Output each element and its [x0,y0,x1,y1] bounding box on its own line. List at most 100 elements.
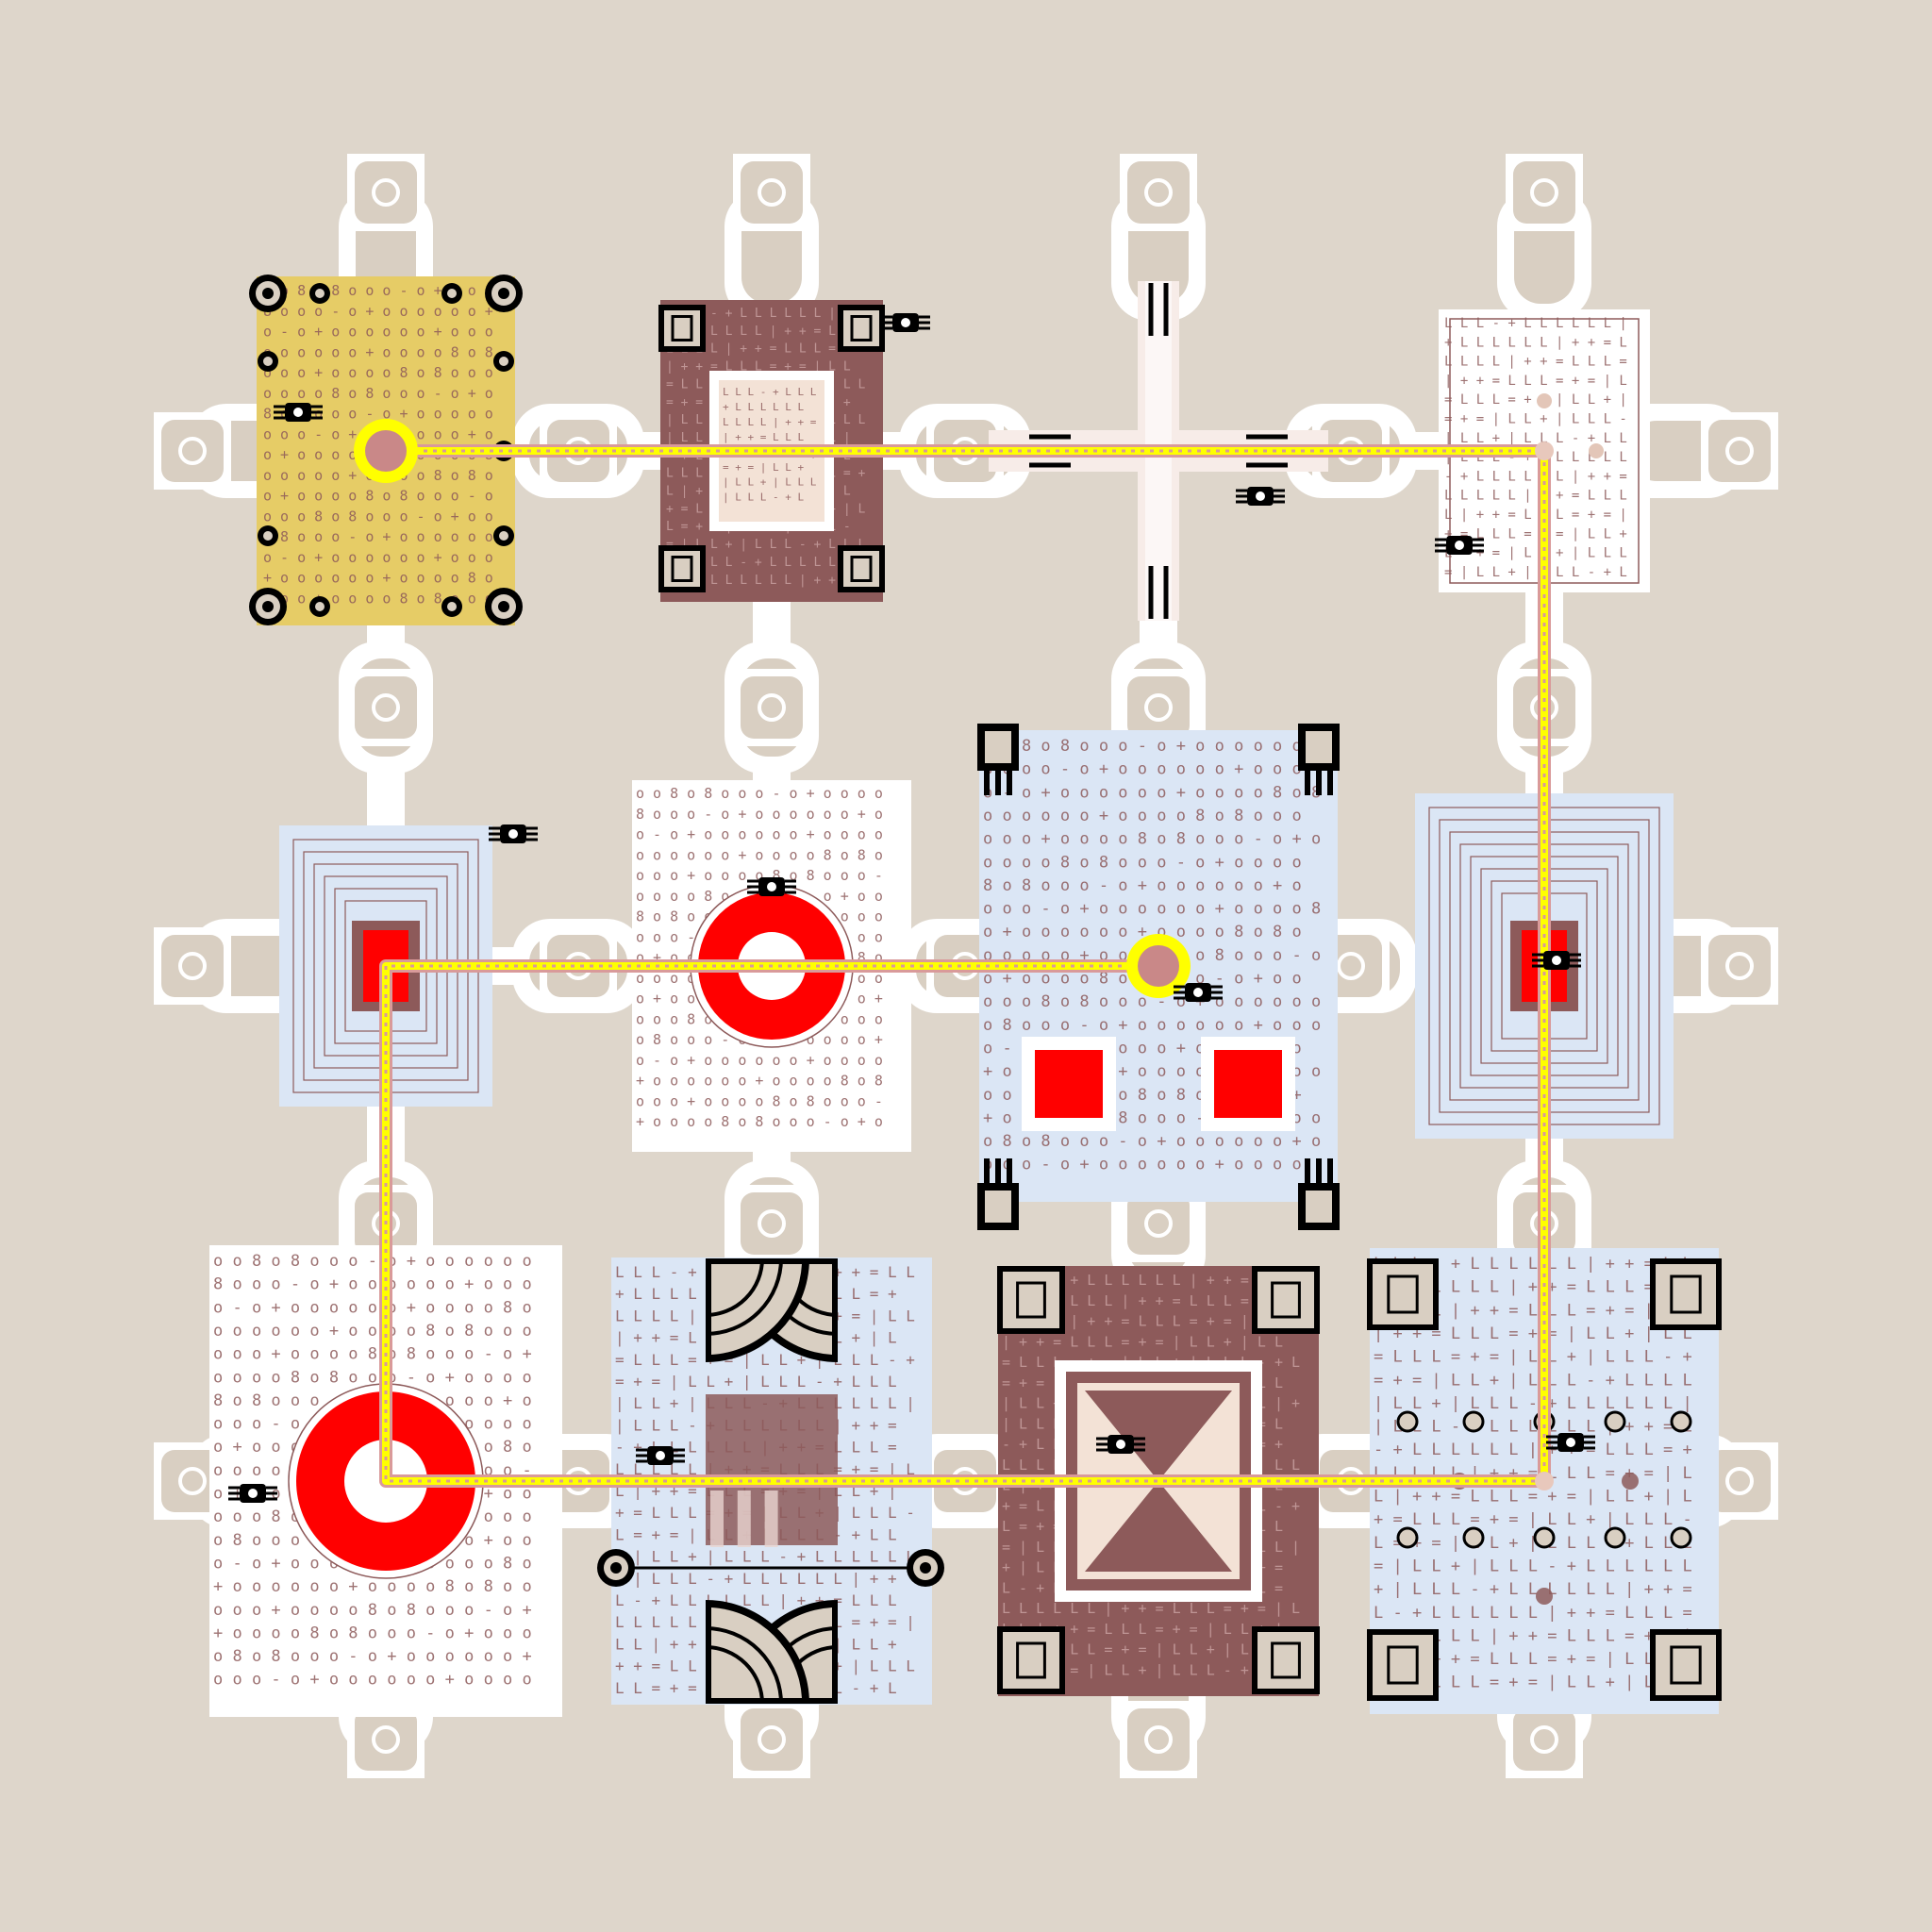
pattern-text: = | L L + | L L L - + L L L L L L [1374,1557,1692,1575]
edge-socket-bottom [741,1708,803,1771]
pattern-text: o - o + o o o o o o + o o o o 8 o [213,1298,532,1317]
chip-dot [656,1451,665,1460]
pattern-text: o o o - o + o o o o o o + o o o o [983,1156,1302,1174]
pattern-text: L L = + = | L L + | L L L - + L L [1002,1661,1283,1678]
pattern-text: o o o o o o + o o o o 8 o 8 o [636,846,883,863]
pattern-text: | L L + | L L L [723,476,817,489]
square-frame-icon-mark [1387,1274,1419,1314]
pattern-text: + | L L L - + L L L L L L | + + = [1374,1580,1692,1599]
pattern-text: 8 o o o - o + o o o o o o + o o o [983,760,1302,779]
pattern-text: + = L L L = + = | L L + | L L L - [1374,1510,1692,1529]
edge-socket-bottom-ring [372,1725,400,1754]
bar-panel-dot [1537,393,1552,408]
circuit-path [354,419,1554,1491]
edge-socket-top [1127,161,1190,224]
end-node [1138,945,1179,987]
stud-inner [499,357,508,366]
socket [1127,676,1190,739]
pattern-text: - + L L L L L L | + + = [1444,469,1627,484]
pattern-text: o - o + o o o o o o + o o o o [636,1052,883,1069]
pattern-text: + + = L L L = + = | L L + | L L L [1374,1674,1692,1692]
pattern-text: + o o o o o o + o o o o 8 o [263,570,493,587]
socket [355,676,417,739]
pattern-text: | + + = L L L = + = | L L + | L L [1374,1324,1692,1343]
rod-bearing-hub [610,1562,622,1574]
plug-icon [1298,724,1340,795]
arc-panel-comb [737,1491,751,1547]
square-frame-icon-inner [1656,1264,1716,1324]
pattern-text: o o o - o + o o o o o o + o o o o 8 [983,900,1321,919]
plug-pin [984,771,990,795]
edge-socket-top-ring [372,178,400,207]
stud-inner [447,602,457,611]
chip-icon [1532,951,1581,970]
pattern-text: o o o + o o o o 8 o 8 o o o - o + o [983,830,1321,849]
chip-dot [901,318,910,327]
edge-socket-bottom-ring [758,1725,786,1754]
chip-dot [248,1489,258,1498]
dot-grid-marker [1536,1588,1553,1605]
plug-pin [1007,771,1012,795]
square-frame-icon-mark [1271,1281,1301,1319]
pattern-text: + o o o o 8 o 8 o o o - o + o [636,1113,883,1130]
stud-inner [263,357,273,366]
square-frame-icon-mark [671,556,693,582]
square-frame-icon-mark [671,315,693,341]
gear-studs-icon-hub [262,601,274,612]
pattern-text: | + + = L L L = + = | L L + | L L [1002,1333,1283,1350]
chip-dot [508,829,518,839]
edge-socket-right-ring [1725,952,1754,980]
pattern-text: + | L L L - + L L L L L L [666,556,851,570]
gear-studs-icon-hub [498,288,509,299]
overlay-layer [228,313,1595,1503]
pattern-text: o o o + o o o o 8 o 8 o o o - [636,1092,883,1109]
pattern-text: + o o o o o o + o o o o 8 o 8 [636,1073,883,1090]
pattern-text: L = + = | L L + | L L L - + L L L [1374,1534,1692,1553]
pattern-text: - + L L L L L L | + + = L L L = + [1374,1441,1692,1459]
pattern-text: o o o o 8 o 8 o o o - o + o [263,385,493,402]
chip-icon [1174,983,1223,1002]
plug-inner [1306,1191,1332,1223]
pattern-text: L L L - + L L L L L L | + + [666,307,865,321]
pattern-text: 8 o o o - o + o o o o o o + [263,303,493,320]
arc-line [705,1645,764,1705]
edge-socket-top [1513,161,1575,224]
dot-grid-icon [1462,1526,1485,1549]
pattern-text: | L L L - + L L L L L L | + + = L [1374,1418,1692,1437]
chip-dot [293,408,303,417]
edge-socket-top-ring [1530,178,1558,207]
pattern-text: = L L L = + = | L L + | L L L - + [615,1351,915,1369]
socket-ring [1144,1209,1173,1238]
path-bead [1535,441,1554,460]
stud-inner [315,602,325,611]
arc-corners-icon-inner [711,1264,802,1355]
start-node [365,430,407,472]
plug-pin [1305,1158,1310,1183]
dot-grid-icon [1604,1410,1626,1433]
pattern-text: + L L L L L L | + + = L L L = + = [1374,1278,1692,1297]
edge-socket-right-ring [1725,1467,1754,1495]
pattern-text: L L L L L L | + + = L L L = + = | [1374,1626,1692,1645]
plug-pin [1007,1158,1012,1183]
plug-icon [1298,1158,1340,1230]
square-frame-icon-inner [1257,1632,1314,1689]
pattern-text: o o o o 8 o 8 o o o - o + o o o o [983,853,1302,872]
edge-socket-left-ring [178,952,207,980]
pattern-text: o 8 o 8 o o o - o + o o o o o o + o [983,1132,1321,1151]
chip-icon [1546,1433,1595,1452]
pattern-text: + = L L L = + = | L L + [1444,526,1627,541]
pattern-text: o o 8 o 8 o o o - o + o o o o o o + [983,737,1321,756]
dot-grid-marker [1622,1473,1639,1490]
socket [741,1192,803,1255]
pattern-text: o o o - o + o o o o o o + o o o o [213,1671,532,1690]
path-dots [384,449,1546,1483]
plug-pin [1305,771,1310,795]
pattern-text: L - + L L L L L L | + + = L L L [615,1591,897,1609]
square-frame-icon-inner [1003,1632,1059,1689]
chip-dot [1193,988,1203,997]
plug-inner [985,731,1011,763]
edge-socket-bottom [1127,1708,1190,1771]
edge-socket-bottom-ring [1530,1725,1558,1754]
pattern-text: L L L L | + + = L L L = + = [666,342,865,357]
